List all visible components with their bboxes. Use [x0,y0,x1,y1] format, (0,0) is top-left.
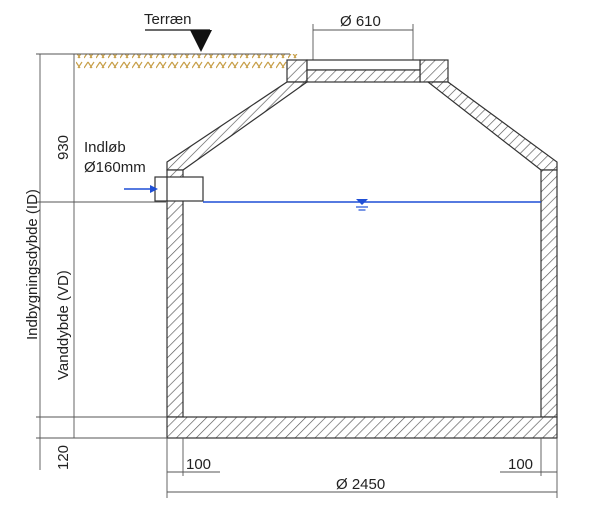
inlet-title-label: Indløb [84,139,126,156]
top-collar-inner [306,59,421,71]
top-collar-right [419,59,449,83]
right-wall [540,169,558,418]
left-wall [166,169,184,418]
cover-ring [306,69,421,83]
terrain-marker-triangle [190,30,212,52]
depth-top-label: 930 [55,135,72,160]
terrain-soil [76,54,298,70]
top-opening-dimension [312,24,414,62]
bottom-dimension-lines [166,438,558,498]
inlet-size-label: Ø160mm [84,159,146,176]
outer-diameter-label: Ø 2450 [336,476,385,493]
water-depth-label: Vanddybde (VD) [55,270,72,380]
top-opening-label: Ø 610 [340,13,381,30]
bottom-thickness-label: 120 [55,445,72,470]
left-shoulder-wall [166,81,309,171]
terrain-label: Terræn [144,11,192,28]
top-collar-left [286,59,308,83]
inner-depth-label: Indbygningsdybde (ID) [24,189,41,340]
left-dimension-lines [36,53,290,470]
inlet-pipe [154,176,204,202]
wall-right-label: 100 [508,456,533,473]
bottom-slab [166,416,558,439]
water-level-symbol [356,199,368,211]
wall-left-label: 100 [186,456,211,473]
right-shoulder-wall [426,81,558,171]
inlet-arrow-head [150,185,158,193]
